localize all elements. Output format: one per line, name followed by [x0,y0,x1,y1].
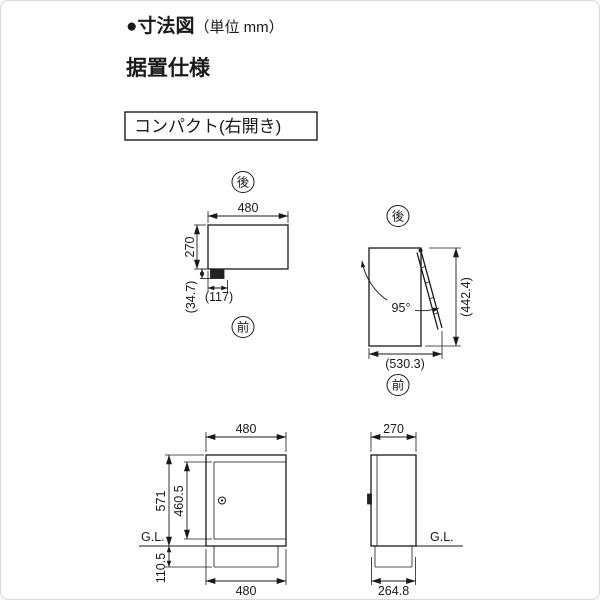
page-title-unit: （単位 mm） [194,19,283,36]
side-handle [367,493,372,505]
front-direction-text: 前 [392,378,405,393]
front-direction-circle [231,316,255,338]
open-depth-dimension: (530.3) [368,331,443,371]
dimension-value: (34.7) [184,281,198,314]
ground-line-right: G.L. [416,530,463,547]
dimension-value: 480 [236,422,257,436]
rear-direction-text: 後 [392,210,405,224]
door-swing-angle-dimension: 95° [360,260,440,315]
variant-label-border [124,111,318,141]
variant-label-text: コンパクト(右開き) [134,117,281,136]
side-below-ground-base [374,546,413,568]
lock-cylinder [218,496,226,505]
front-direction-label: 前 [231,316,255,338]
plan-width-dimension: 480 [207,201,289,223]
front-lock [218,496,226,505]
plan-body-outline [207,224,289,270]
door-hatch-tick [433,312,438,315]
dimension-value: 270 [183,237,197,258]
ground-line-label: G.L. [141,530,165,544]
door-hatch-tick [421,266,426,269]
front-door-height-dimension: 460.5 [172,461,212,540]
front-below-ground-base [213,546,279,568]
plan-view: 後 480 270 (34.7) (117) [183,171,289,338]
header: ●寸法図（単位 mm） 据置仕様 コンパクト(右開き) [124,14,318,141]
lock-keyhole [220,499,224,502]
open-height-dimension: (442.4) [425,247,473,347]
front-direction-circle [386,374,410,396]
dimension-value: 460.5 [172,485,186,516]
front-direction-label: 前 [386,374,410,396]
plan-depth-dimension: 270 [183,224,206,270]
rear-direction-circle [386,205,410,227]
side-base-depth-dimension: 264.8 [371,557,416,598]
door-edge-line [420,250,443,329]
front-total-height-dimension: 571 [154,454,204,547]
rear-direction-circle [231,171,255,193]
dimension-value: (117) [205,290,233,304]
page-title: ●寸法図（単位 mm） [126,14,284,37]
front-door-outline [213,461,287,540]
ground-line-left: G.L. [139,530,206,547]
rear-direction-label: 後 [231,171,255,193]
dimension-value: (442.4) [459,277,473,317]
front-direction-text: 前 [237,320,250,335]
dimension-value: 270 [383,422,404,436]
variant-label: コンパクト(右開き) [124,111,318,141]
dimension-value: 480 [238,201,259,215]
plan-handle-width-dimension: (117) [205,271,233,304]
front-base-width-dimension: 480 [205,549,287,598]
open-view-body-outline [368,247,422,347]
front-body-outline [205,454,287,547]
dimension-value: 571 [154,491,168,512]
dimension-value: 264.8 [378,584,409,598]
angle-label-background [387,300,415,315]
front-width-dimension: 480 [205,422,287,452]
front-below-ground-dimension: 110.5 [154,545,212,583]
rear-direction-label: 後 [386,205,410,227]
door-hatch-tick [429,296,434,300]
dimension-value: (530.3) [385,357,425,371]
dimension-value: 480 [236,584,257,598]
side-view: 270 G.L. 264.8 [367,422,463,598]
door-hatch-tick [425,281,430,284]
ground-line-label: G.L. [430,530,454,544]
page-title-main: ●寸法図 [126,14,194,37]
plan-handle-depth-dimension: (34.7) [184,268,211,314]
spec-subtitle: 据置仕様 [126,56,211,80]
dimension-value: 110.5 [154,553,168,583]
side-depth-dimension: 270 [370,422,417,452]
angle-value: 95° [392,301,411,315]
front-view: 480 571 460.5 G.L. [139,422,287,598]
plan-handle [210,268,225,279]
side-body-outline [370,454,417,547]
door-open-view: 後 95° (442.4) (530.3) [360,205,473,396]
rear-direction-text: 後 [237,176,250,190]
